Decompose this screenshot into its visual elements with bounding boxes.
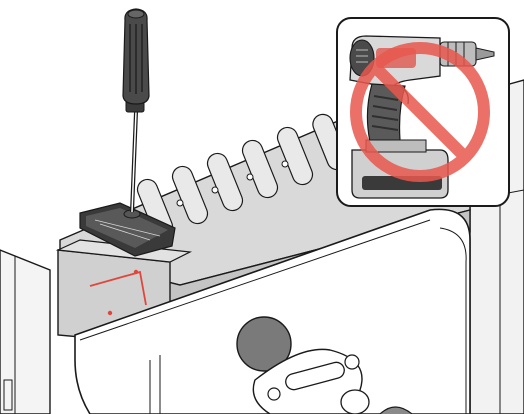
vise-handle xyxy=(236,316,413,414)
vise-body xyxy=(74,208,471,414)
screwdriver-icon xyxy=(122,8,150,213)
no-symbol-icon xyxy=(350,42,490,182)
warning-callout xyxy=(336,17,510,207)
left-side-board xyxy=(0,249,51,414)
alignment-marking xyxy=(89,269,147,316)
clamp-plate xyxy=(79,202,176,257)
